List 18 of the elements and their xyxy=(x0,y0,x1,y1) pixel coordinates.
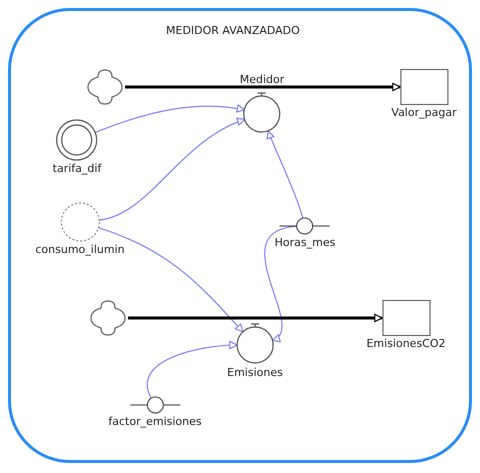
connector-arrow xyxy=(147,341,238,398)
flow-pipe xyxy=(125,82,401,92)
module-boundary xyxy=(8,8,472,463)
variable-label: Horas_mes xyxy=(274,236,336,249)
variable-label: tarifa_dif xyxy=(52,162,102,175)
connector-arrow xyxy=(95,104,245,133)
variable-label: Valor_pagar xyxy=(391,106,457,119)
connector-arrow xyxy=(266,130,304,218)
connector-arrow xyxy=(98,227,244,332)
connector-arrow xyxy=(264,226,298,341)
connector-arrow xyxy=(98,118,246,221)
variable-label: factor_emisiones xyxy=(108,415,202,428)
flow-pipe xyxy=(128,314,383,322)
variable-label: Emisiones xyxy=(227,366,283,379)
variable-label: consumo_ilumin xyxy=(35,243,125,256)
module-title: MEDIDOR AVANZADADO xyxy=(166,24,300,37)
variable-label: Medidor xyxy=(240,73,284,86)
variable-label: EmisionesCO2 xyxy=(366,337,446,350)
